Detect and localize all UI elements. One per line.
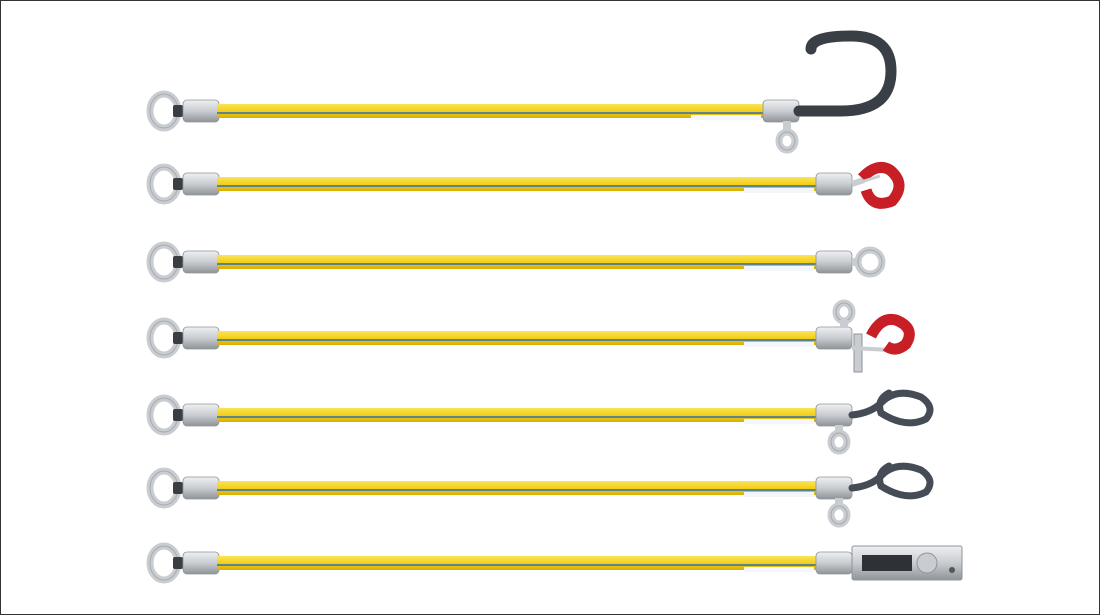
left-ferrule	[182, 99, 220, 123]
right-ferrule	[815, 403, 853, 427]
right-swivel-eye-edge	[857, 249, 883, 275]
rod-label-sticker	[744, 266, 814, 271]
bottom-swivel-eye-edge	[830, 505, 848, 525]
fiberglass-rod	[217, 104, 766, 118]
rod-with-red-hook	[146, 161, 905, 209]
sheave-wheel	[916, 552, 938, 574]
rod-with-swivel-red-hook	[146, 299, 915, 373]
bottom-swivel-eye-edge	[830, 432, 848, 452]
left-ferrule	[182, 326, 220, 350]
right-ferrule	[815, 476, 853, 500]
rod-with-loop-2	[146, 462, 934, 528]
red-hook	[857, 161, 905, 209]
rod-with-swivel-eye	[146, 241, 886, 283]
fiberglass-rod	[217, 255, 819, 269]
right-ferrule	[815, 172, 853, 196]
eye-bolt	[173, 256, 183, 268]
left-ferrule	[182, 403, 220, 427]
rod-label-sticker	[744, 342, 814, 347]
hook-latch	[863, 174, 881, 183]
eye-bolt	[173, 557, 183, 569]
bottom-swivel-eye-edge	[778, 131, 796, 151]
eye-bolt	[173, 332, 183, 344]
fiberglass-rod	[217, 331, 819, 345]
eye-bolt	[173, 178, 183, 190]
right-ferrule	[815, 326, 853, 350]
left-ferrule	[182, 250, 220, 274]
left-ferrule	[182, 476, 220, 500]
fiberglass-rod	[217, 177, 819, 191]
eye-bolt	[173, 482, 183, 494]
hook-shank	[851, 177, 865, 187]
j-hook-bar	[793, 30, 897, 117]
rod-label-sticker	[691, 115, 761, 120]
rod-label-sticker	[744, 188, 814, 193]
eye-bolt	[173, 105, 183, 117]
swivel-stem	[783, 121, 791, 133]
fiberglass-rod	[217, 481, 819, 495]
right-ferrule	[815, 250, 853, 274]
fiberglass-rod	[217, 556, 819, 570]
eye-bolt	[173, 409, 183, 421]
sheave-pin	[949, 567, 955, 573]
rod-with-loop	[146, 389, 934, 455]
red-hook	[866, 313, 915, 355]
rod-with-j-hook	[146, 30, 897, 154]
fiberglass-rod	[217, 408, 819, 422]
rod-label-sticker	[744, 567, 814, 572]
bracket	[853, 333, 863, 373]
swivel-stem	[840, 320, 848, 328]
rod-label-sticker	[744, 419, 814, 424]
sheave-slot	[862, 555, 912, 571]
rod-with-sheave-block	[146, 542, 963, 584]
rod-label-sticker	[744, 492, 814, 497]
loop-hook	[848, 389, 934, 427]
left-ferrule	[182, 551, 220, 575]
loop-hook	[848, 462, 934, 500]
left-ferrule	[182, 172, 220, 196]
right-ferrule	[815, 551, 853, 575]
